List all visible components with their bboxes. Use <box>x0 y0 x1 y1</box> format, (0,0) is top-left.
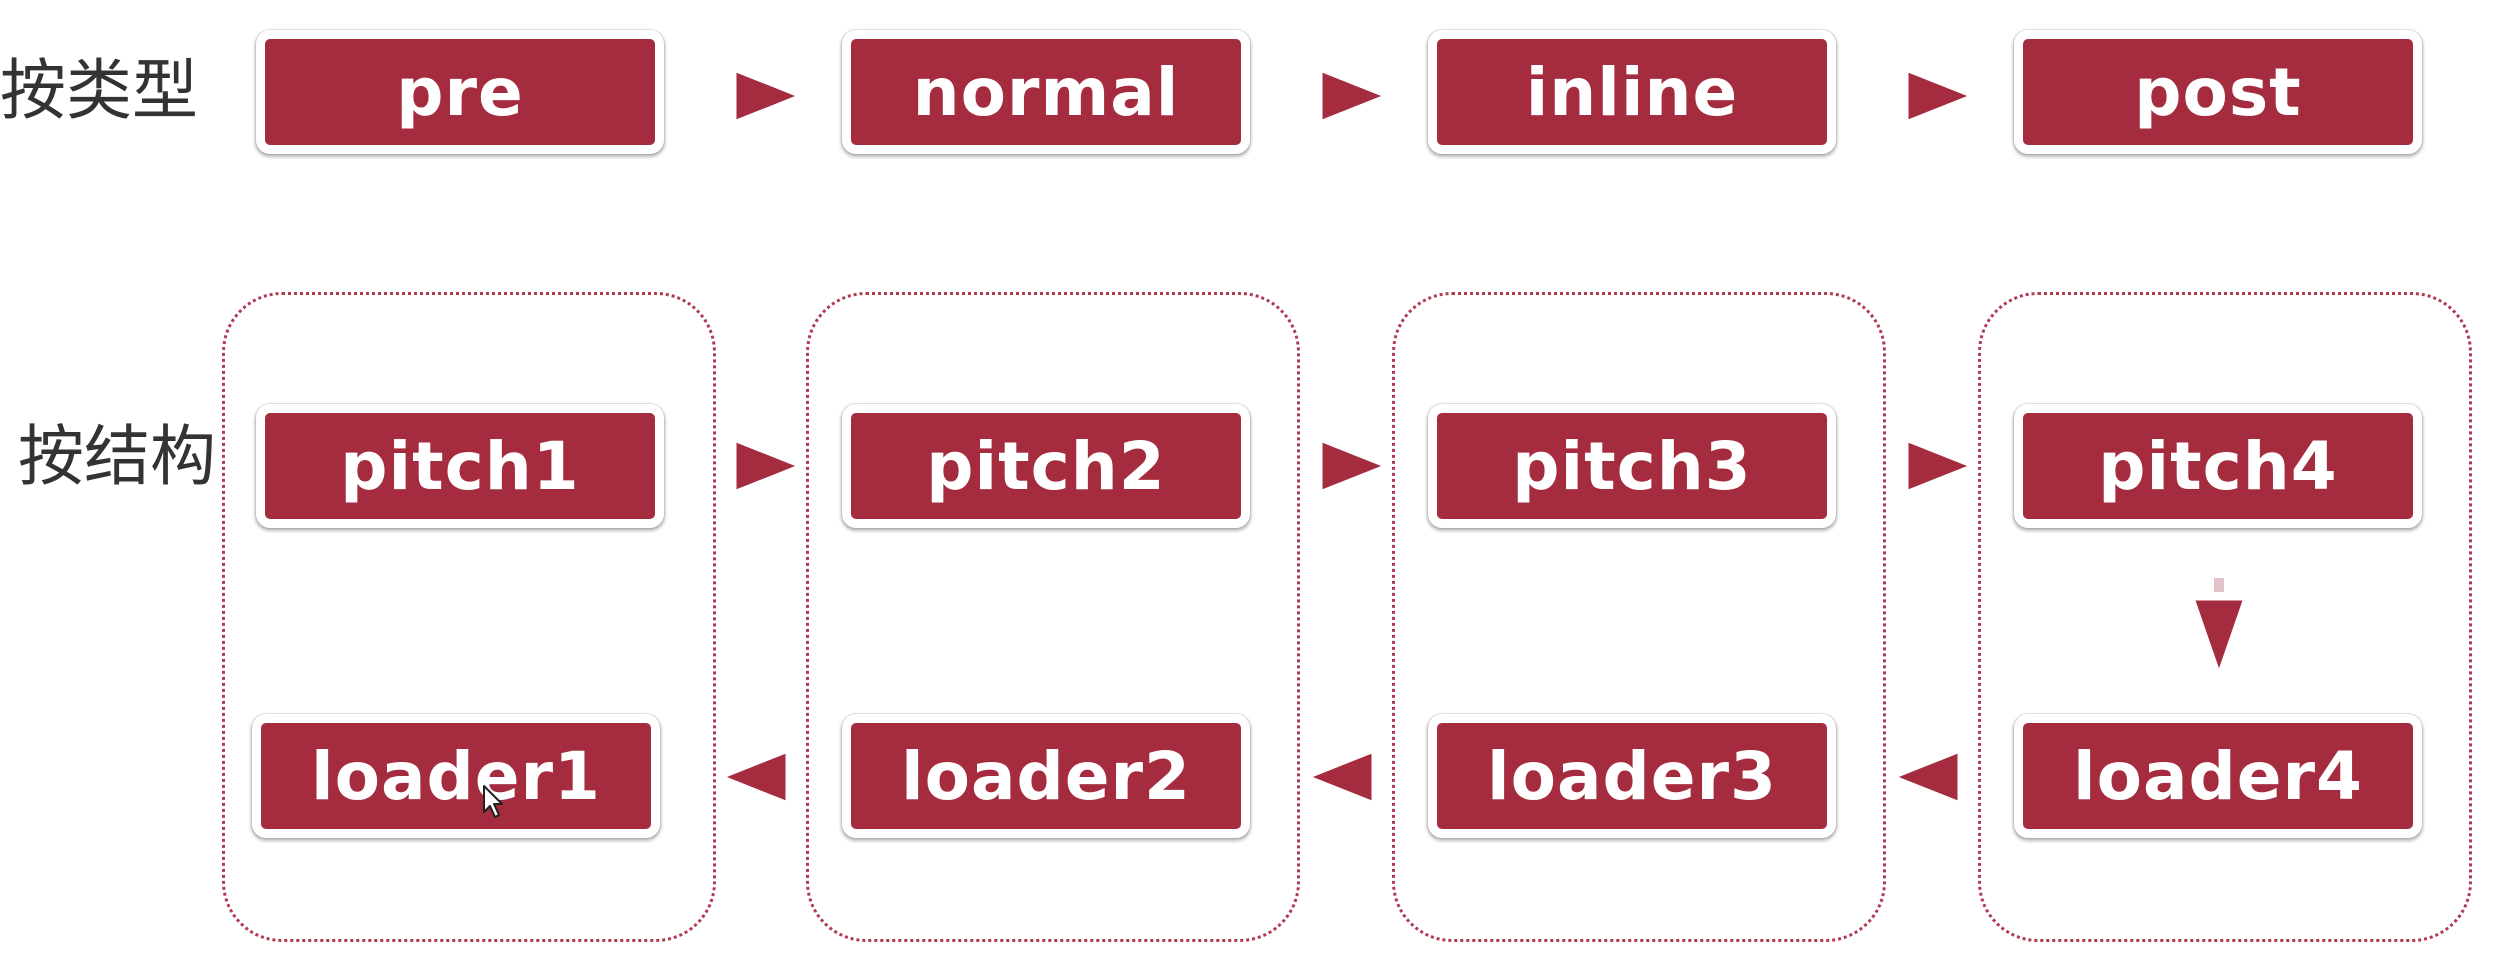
loader-box-4: loader4 <box>2014 714 2422 838</box>
group-loader-2 <box>806 292 1300 942</box>
row-label-by-type: 按类型 <box>0 52 198 129</box>
arrow-right-icon <box>1900 63 1980 129</box>
arrow-right-icon <box>1900 433 1980 499</box>
group-loader-1 <box>222 292 716 942</box>
pitch-box-3: pitch3 <box>1428 404 1836 528</box>
arrow-right-icon <box>728 433 808 499</box>
arrow-right-icon <box>1314 433 1394 499</box>
group-loader-4 <box>1978 292 2472 942</box>
pitch-box-2: pitch2 <box>842 404 1250 528</box>
group-loader-3 <box>1392 292 1886 942</box>
arrow-down-icon <box>2186 578 2252 682</box>
pitch-box-1: pitch1 <box>256 404 664 528</box>
type-box-post: post <box>2014 30 2422 154</box>
mouse-cursor-icon <box>482 784 506 820</box>
loader-box-1: loader1 <box>252 714 660 838</box>
arrow-left-icon <box>1300 744 1380 810</box>
type-box-normal: normal <box>842 30 1250 154</box>
loader-box-3: loader3 <box>1428 714 1836 838</box>
type-box-pre: pre <box>256 30 664 154</box>
arrow-left-icon <box>714 744 794 810</box>
loader-box-2: loader2 <box>842 714 1250 838</box>
arrow-right-icon <box>728 63 808 129</box>
pitch-box-4: pitch4 <box>2014 404 2422 528</box>
arrow-right-icon <box>1314 63 1394 129</box>
arrow-left-icon <box>1886 744 1966 810</box>
type-box-inline: inline <box>1428 30 1836 154</box>
row-label-by-structure: 按结构 <box>18 418 216 495</box>
